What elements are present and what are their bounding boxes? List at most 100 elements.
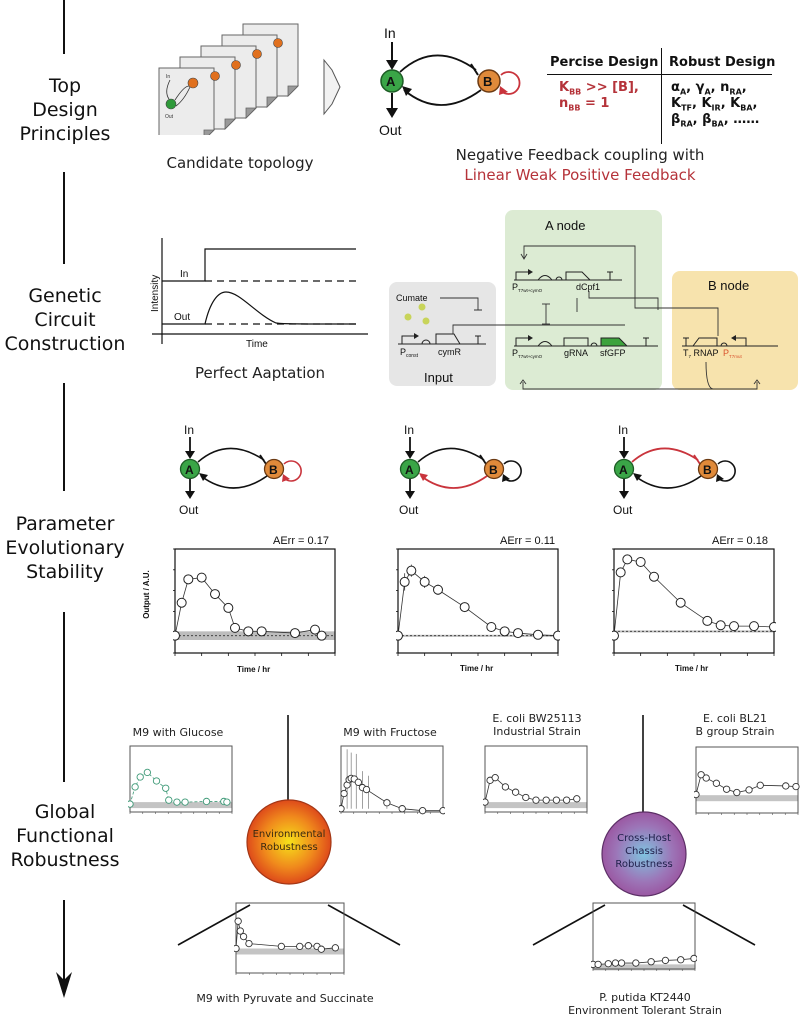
data-point <box>296 942 304 951</box>
series-line <box>484 777 577 803</box>
plot-in-label: In <box>180 269 188 280</box>
table-divider-vertical <box>661 48 662 144</box>
svg-text:A: A <box>619 463 628 477</box>
svg-text:B: B <box>703 463 712 477</box>
transition-arrow-icon <box>323 58 341 116</box>
mini-plot-glucose <box>128 745 233 814</box>
data-point <box>612 630 619 641</box>
timeline-line <box>63 172 65 264</box>
data-point <box>552 796 561 804</box>
svg-text:A: A <box>386 74 396 89</box>
cross-host-robustness-label: Cross-Host Chassis Robustness <box>615 833 673 870</box>
data-point <box>230 622 240 633</box>
robust-params-row-1: αA, γA, nRA, <box>671 80 747 97</box>
x-axis-label-2: Time / hr <box>460 664 494 673</box>
data-point <box>511 788 520 796</box>
baseline-band <box>696 795 798 802</box>
data-point <box>617 959 626 967</box>
input-label: In <box>184 423 194 437</box>
header-percise-design: Percise Design <box>550 55 659 70</box>
stage-label-line: Design <box>32 99 98 121</box>
network-variant-1: In A Out B <box>179 423 302 517</box>
network-diagram-main: In A Out B <box>379 25 521 138</box>
aerr-label-2: AErr = 0.11 <box>500 535 556 547</box>
data-point <box>433 584 443 595</box>
data-point <box>594 960 602 969</box>
data-point <box>176 597 187 608</box>
b-node-title: B node <box>708 278 749 293</box>
data-point <box>733 788 741 797</box>
input-label: In <box>618 423 628 437</box>
data-point <box>715 620 726 631</box>
robust-params-row-2: KTF, KIR, KBA, <box>671 96 758 113</box>
stage-label-line: Genetic <box>28 285 102 307</box>
candidate-topology-caption: Candidate topology <box>166 154 314 172</box>
data-point <box>702 615 713 626</box>
data-point <box>562 796 571 804</box>
stage-label-line: Parameter <box>15 513 115 535</box>
data-point <box>398 805 406 813</box>
data-point <box>792 782 800 791</box>
data-point <box>406 565 417 576</box>
input-label: In <box>384 25 396 41</box>
design-caption-line2: Linear Weak Positive Feedback <box>464 166 696 184</box>
data-point <box>756 781 764 789</box>
data-point <box>722 785 731 793</box>
cross-host-robustness-sphere <box>601 811 687 897</box>
data-point <box>697 771 705 779</box>
data-point <box>677 956 685 964</box>
svg-text:In: In <box>166 74 170 80</box>
data-point <box>162 784 170 792</box>
design-caption-line1: Negative Feedback coupling with <box>455 146 705 164</box>
data-point <box>243 626 254 637</box>
output-label: Out <box>379 122 402 138</box>
data-point <box>131 783 139 791</box>
network-variant-3: In A Out B <box>613 423 736 517</box>
p-t7mut-label: PT7mut <box>723 348 743 359</box>
data-point <box>340 789 348 798</box>
data-point <box>635 557 646 567</box>
data-point <box>499 626 510 637</box>
data-point <box>331 944 340 952</box>
x-axis-label-3: Time / hr <box>675 664 709 673</box>
timeline-line <box>63 0 65 54</box>
data-point <box>486 622 497 632</box>
stage-label-parameter-stability: Parameter Evolutionary Stability <box>0 512 130 584</box>
data-point <box>183 574 194 585</box>
data-point <box>542 796 550 804</box>
stage-label-line: Functional <box>16 825 114 847</box>
data-point <box>165 796 173 804</box>
dcpf1-label: dCpf1 <box>576 282 600 292</box>
data-point <box>399 576 410 587</box>
mini-plot-putida <box>591 902 697 971</box>
data-point <box>459 602 470 613</box>
percise-condition-1: KBB >> [B], <box>559 80 639 97</box>
data-point <box>277 942 286 951</box>
timeline-down-arrow-icon <box>56 900 72 998</box>
data-point <box>362 785 371 794</box>
data-point <box>418 807 427 815</box>
mini-plot-bl21 <box>694 746 800 815</box>
data-point <box>661 956 670 965</box>
data-point <box>729 621 739 632</box>
data-point <box>769 622 776 632</box>
output-label: Out <box>399 503 419 517</box>
table-divider-horizontal <box>547 74 772 75</box>
data-point <box>615 567 626 578</box>
data-point <box>533 629 543 640</box>
robust-params-row-3: βRA, βBA, …… <box>671 112 760 129</box>
data-point <box>745 786 753 794</box>
data-point <box>223 798 231 806</box>
data-point <box>396 630 403 641</box>
baseline-band <box>485 802 587 809</box>
x-axis-label-1: Time / hr <box>237 665 271 674</box>
data-point <box>136 773 144 781</box>
output-label: Out <box>179 503 199 517</box>
output-label: Out <box>613 503 633 517</box>
data-point <box>223 602 234 613</box>
adaptation-caption: Perfect Aaptation <box>194 364 326 382</box>
data-point <box>310 624 320 635</box>
data-point <box>317 945 325 953</box>
data-point <box>290 628 300 639</box>
